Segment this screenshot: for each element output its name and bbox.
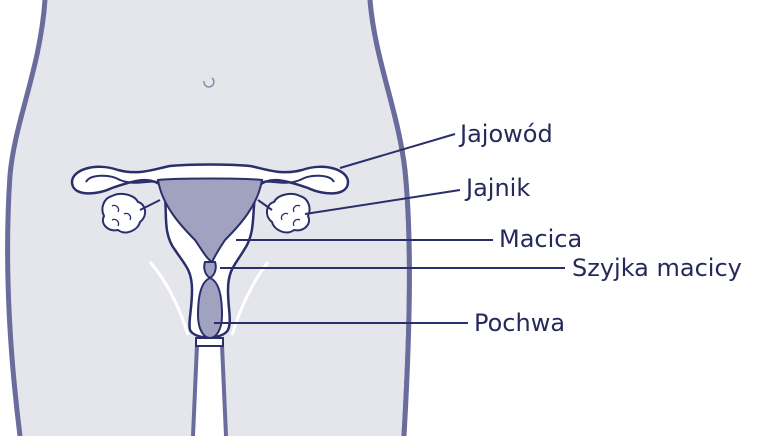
vaginal-canal xyxy=(196,338,223,346)
cervix xyxy=(204,262,216,278)
label-fallopian-tube: Jajowód xyxy=(458,120,553,148)
vagina xyxy=(198,278,222,338)
label-vagina: Pochwa xyxy=(474,309,565,337)
label-ovary: Jajnik xyxy=(464,174,530,202)
label-uterus: Macica xyxy=(499,225,582,253)
label-cervix: Szyjka macicy xyxy=(572,254,742,282)
